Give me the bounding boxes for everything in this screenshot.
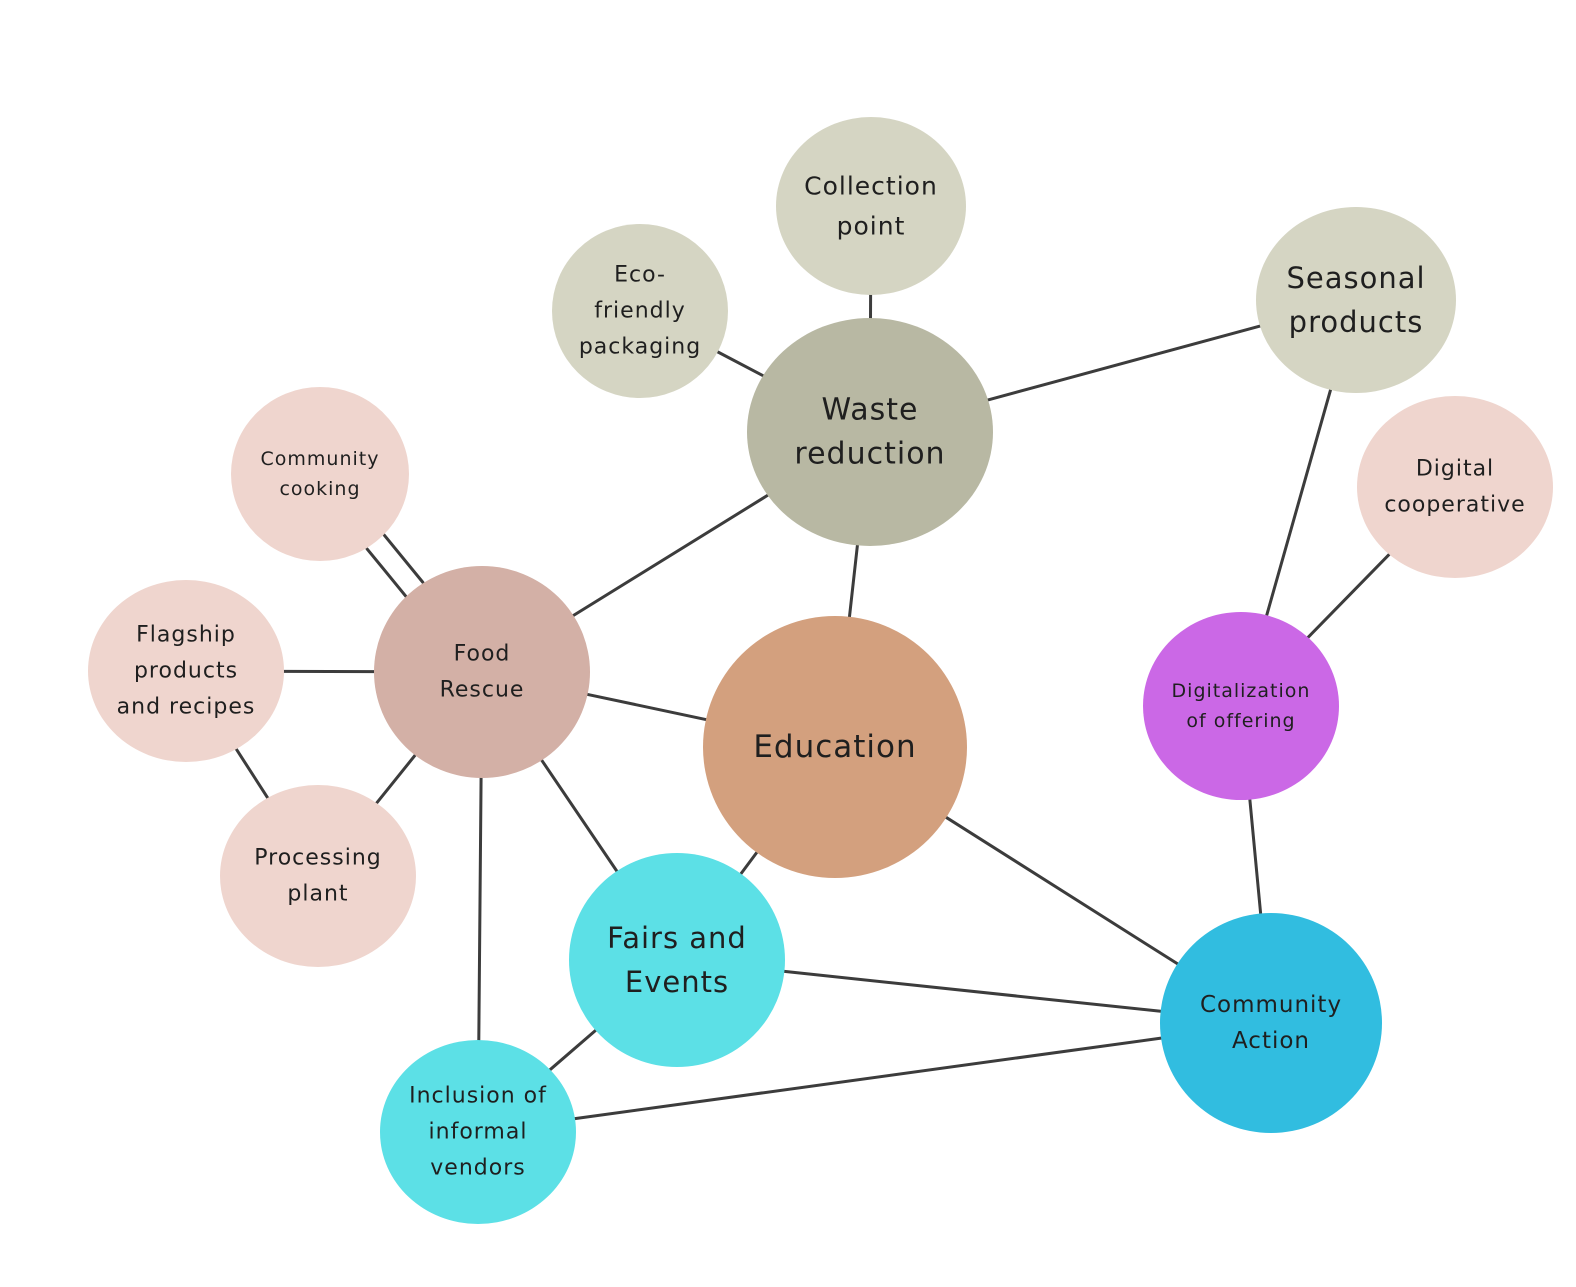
node-label-waste-reduction-line-2: reduction bbox=[794, 437, 945, 472]
node-circle-digitalization-of-offering bbox=[1143, 612, 1339, 800]
node-label-eco-friendly-packaging-line-3: packaging bbox=[579, 335, 701, 360]
edge-flagship-products-to-processing-plant bbox=[234, 747, 270, 800]
node-label-community-action-line-2: Action bbox=[1232, 1028, 1310, 1054]
node-inclusion-informal-vendors: Inclusion of informal vendors bbox=[380, 1040, 576, 1224]
node-circle-waste-reduction bbox=[747, 318, 993, 546]
node-label-seasonal-products-line-2: products bbox=[1289, 305, 1424, 339]
node-label-community-action-line-1: Community bbox=[1200, 992, 1342, 1018]
node-circle-education bbox=[703, 616, 967, 878]
node-label-digitalization-of-offering-line-1: Digitalization bbox=[1172, 680, 1311, 702]
node-label-collection-point-line-1: Collection bbox=[804, 172, 938, 201]
node-circle-seasonal-products bbox=[1256, 207, 1456, 393]
node-label-eco-friendly-packaging-line-2: friendly bbox=[594, 299, 685, 324]
node-circle-fairs-and-events bbox=[569, 853, 785, 1067]
node-label-food-rescue-line-1: Food bbox=[454, 642, 511, 667]
edge-waste-reduction-to-education bbox=[847, 543, 859, 619]
node-label-digitalization-of-offering-line-2: of offering bbox=[1186, 710, 1295, 732]
node-circle-processing-plant bbox=[220, 785, 416, 967]
node-label-fairs-and-events-line-2: Events bbox=[625, 965, 729, 999]
node-label-processing-plant-line-1: Processing bbox=[254, 846, 381, 871]
edge-food-rescue-to-fairs-and-events bbox=[540, 758, 619, 873]
node-circle-inclusion-informal-vendors bbox=[380, 1040, 576, 1224]
node-label-inclusion-informal-vendors-line-1: Inclusion of bbox=[409, 1084, 547, 1109]
node-circle-digital-cooperative bbox=[1357, 396, 1553, 578]
edge-digital-cooperative-to-digitalization-of-offering bbox=[1306, 552, 1391, 639]
node-circle-flagship-products bbox=[88, 580, 284, 762]
node-label-seasonal-products-line-1: Seasonal bbox=[1286, 261, 1425, 295]
node-eco-friendly-packaging: Eco-friendly packaging bbox=[552, 224, 728, 398]
node-label-food-rescue-line-2: Rescue bbox=[440, 678, 525, 703]
node-label-flagship-products-line-2: products bbox=[134, 659, 238, 684]
edge-fairs-and-events-to-community-action bbox=[782, 969, 1163, 1013]
edge-inclusion-informal-vendors-to-community-action bbox=[573, 1036, 1163, 1121]
edge-waste-reduction-to-seasonal-products bbox=[986, 324, 1262, 402]
edge-seasonal-products-to-digitalization-of-offering bbox=[1265, 388, 1333, 617]
node-label-collection-point-line-2: point bbox=[837, 212, 906, 241]
edge-eco-friendly-packaging-to-waste-reduction bbox=[716, 350, 765, 378]
node-label-community-cooking-line-2: cooking bbox=[279, 478, 360, 500]
node-label-inclusion-informal-vendors-line-2: informal bbox=[429, 1120, 528, 1145]
edge-digitalization-of-offering-to-community-action bbox=[1248, 798, 1263, 915]
node-digital-cooperative: Digital cooperative bbox=[1357, 396, 1553, 578]
node-label-inclusion-informal-vendors-line-3: vendors bbox=[430, 1156, 525, 1181]
node-label-processing-plant-line-2: plant bbox=[287, 882, 348, 907]
node-label-waste-reduction-line-1: Waste bbox=[822, 393, 919, 428]
node-label-flagship-products-line-1: Flagship bbox=[136, 623, 236, 648]
edge-food-rescue-to-inclusion-informal-vendors bbox=[477, 776, 483, 1042]
edges-layer bbox=[234, 293, 1391, 1121]
node-label-digital-cooperative-line-1: Digital bbox=[1416, 457, 1494, 482]
node-circle-food-rescue bbox=[374, 566, 590, 778]
nodes-layer: WastereductionCollectionpointEco-friendl… bbox=[88, 117, 1553, 1224]
node-label-community-cooking-line-1: Community bbox=[261, 448, 380, 470]
edge-education-to-community-action bbox=[944, 815, 1179, 966]
node-label-education-line-1: Education bbox=[753, 729, 916, 765]
edge-processing-plant-to-food-rescue bbox=[375, 753, 417, 805]
node-circle-collection-point bbox=[776, 117, 966, 295]
node-label-digital-cooperative-line-2: cooperative bbox=[1384, 493, 1525, 518]
node-seasonal-products: Seasonal products bbox=[1256, 207, 1456, 393]
node-label-fairs-and-events-line-1: Fairs and bbox=[607, 921, 747, 955]
edge-fairs-and-events-to-inclusion-informal-vendors bbox=[548, 1028, 598, 1072]
node-digitalization-of-offering: Digitalization of offering bbox=[1143, 612, 1339, 800]
node-circle-community-cooking bbox=[231, 387, 409, 561]
edge-food-rescue-to-education bbox=[586, 692, 708, 722]
node-circle-community-action bbox=[1160, 913, 1382, 1133]
node-label-eco-friendly-packaging-line-1: Eco- bbox=[614, 263, 666, 288]
node-circle-eco-friendly-packaging bbox=[552, 224, 728, 398]
node-community-cooking: Community cooking bbox=[231, 387, 409, 561]
node-label-flagship-products-line-3: and recipes bbox=[117, 695, 256, 720]
node-education: Education bbox=[703, 616, 967, 878]
edge-education-to-fairs-and-events bbox=[739, 850, 759, 876]
edge-community-cooking-to-food-rescue bbox=[365, 547, 408, 598]
node-flagship-products: Flagship products and recipes bbox=[88, 580, 284, 762]
node-processing-plant: Processing plant bbox=[220, 785, 416, 967]
edge-waste-reduction-to-food-rescue bbox=[571, 493, 770, 617]
node-collection-point: Collection point bbox=[776, 117, 966, 295]
node-waste-reduction: Waste reduction bbox=[747, 318, 993, 546]
edge-community-cooking-to-food-rescue bbox=[382, 533, 425, 584]
